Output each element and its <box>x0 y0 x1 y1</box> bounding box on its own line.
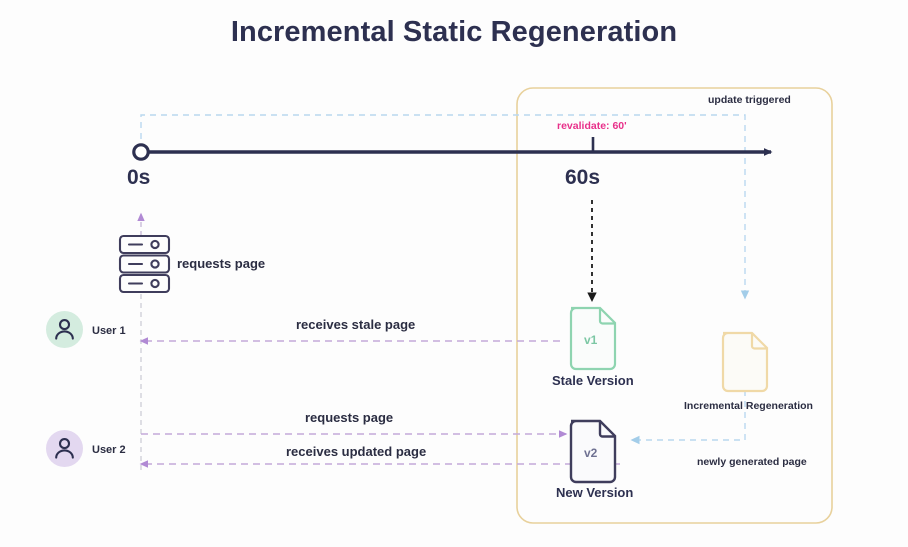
update-triggered-label: update triggered <box>708 94 791 106</box>
newly-generated-page-label: newly generated page <box>697 456 807 468</box>
newly-generated-path <box>630 390 746 445</box>
stale-version-caption: Stale Version <box>552 373 634 388</box>
server-icon <box>118 234 171 294</box>
regeneration-zone-box <box>516 87 833 524</box>
page-title: Incremental Static Regeneration <box>230 16 678 48</box>
timeline-start-label: 0s <box>127 166 151 189</box>
user2-name: User 2 <box>92 444 126 456</box>
new-version-doc <box>569 419 617 484</box>
update-trigger-path <box>140 114 750 300</box>
user2-receives-label: receives updated page <box>286 444 427 459</box>
user2-avatar <box>46 430 83 467</box>
new-version-caption: New Version <box>556 485 634 500</box>
timeline-start-marker <box>132 143 150 161</box>
revalidate-label: revalidate: 60' <box>557 120 627 132</box>
server-requests-page-label: requests page <box>177 256 266 271</box>
user1-avatar <box>46 311 83 348</box>
user1-name: User 1 <box>92 325 126 337</box>
stale-version-doc <box>569 306 617 371</box>
incremental-regeneration-doc <box>721 331 769 393</box>
incremental-regeneration-caption: Incremental Regeneration <box>684 400 813 412</box>
stale-version-tag: v1 <box>584 333 598 347</box>
new-version-tag: v2 <box>584 446 598 460</box>
timeline-end-label: 60s <box>565 166 601 189</box>
user1-receives-label: receives stale page <box>296 317 416 332</box>
user2-requests-label: requests page <box>305 410 394 425</box>
